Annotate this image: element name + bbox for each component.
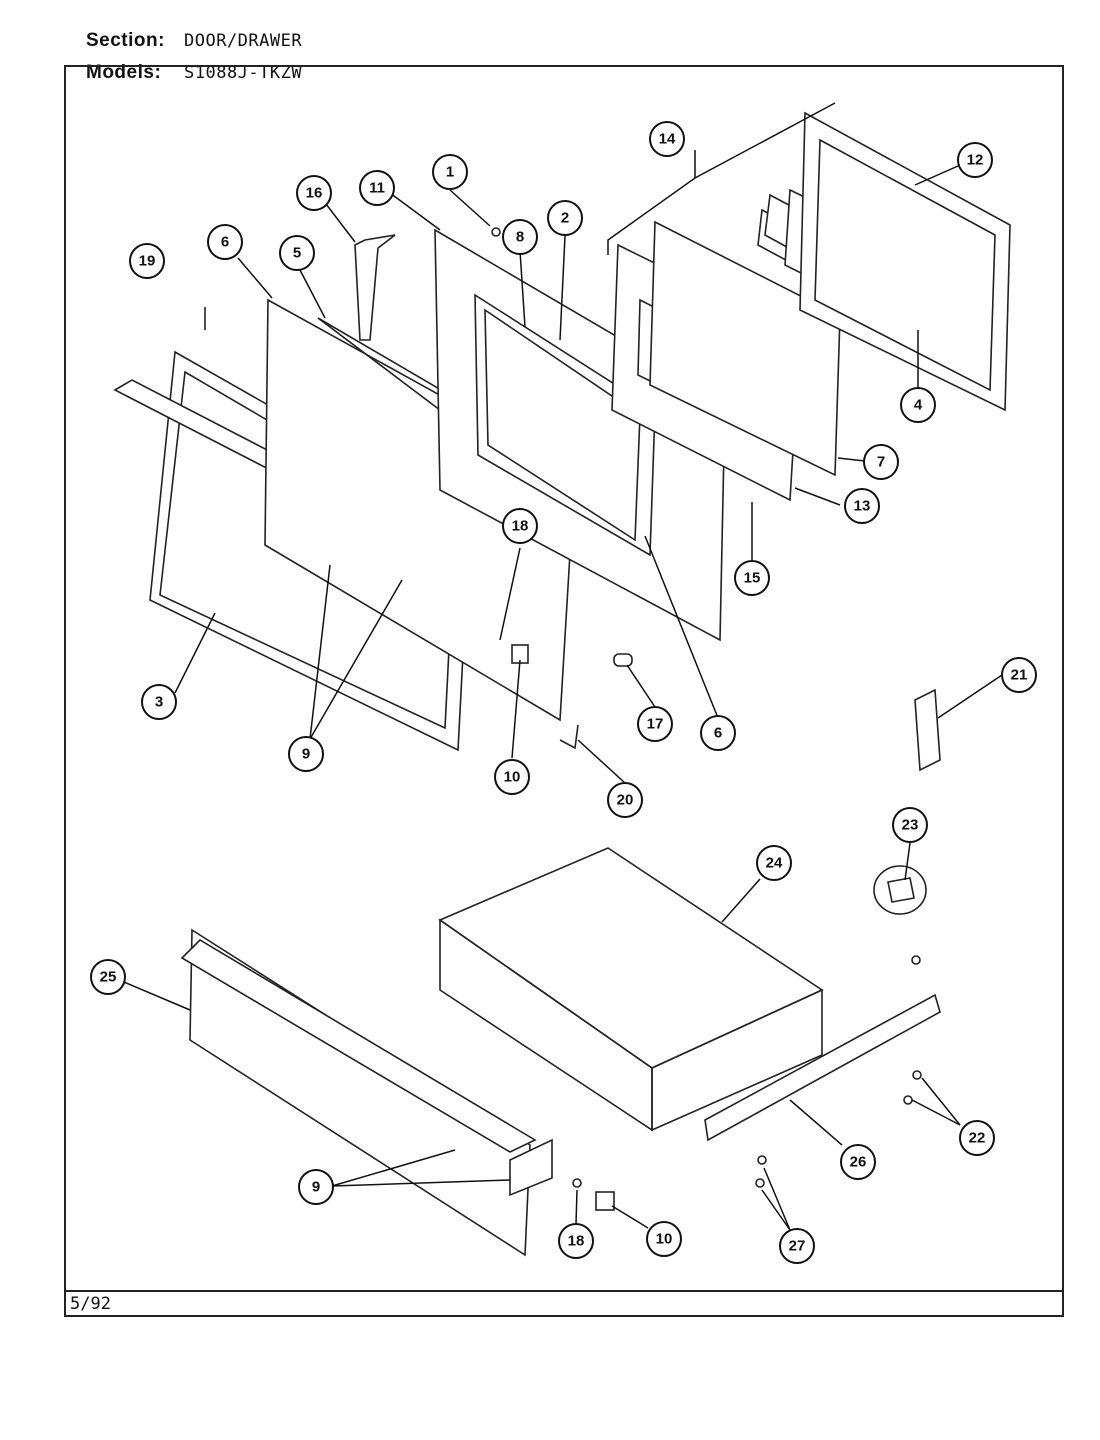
callout-10a: 10 xyxy=(494,759,530,795)
callout-25: 25 xyxy=(90,959,126,995)
revision-date: 5/92 xyxy=(70,1294,111,1314)
callout-22: 22 xyxy=(959,1120,995,1156)
svg-text:25: 25 xyxy=(100,969,117,986)
svg-text:11: 11 xyxy=(369,180,385,197)
section-header: Section: DOOR/DRAWER xyxy=(86,30,302,52)
inner-door-panel-12 xyxy=(799,111,1011,412)
svg-text:13: 13 xyxy=(854,498,871,515)
callout-13: 13 xyxy=(844,488,880,524)
callout-24: 24 xyxy=(756,845,792,881)
svg-text:6: 6 xyxy=(221,234,229,251)
svg-text:14: 14 xyxy=(659,131,676,148)
callout-23: 23 xyxy=(892,807,928,843)
callout-16: 16 xyxy=(296,175,332,211)
svg-text:6: 6 xyxy=(714,725,722,742)
callout-6b: 6 xyxy=(700,715,736,751)
callout-14: 14 xyxy=(649,121,685,157)
drawer-stop-23 xyxy=(873,865,927,915)
svg-text:18: 18 xyxy=(568,1233,585,1250)
footer-divider xyxy=(64,1290,1064,1292)
svg-text:3: 3 xyxy=(155,694,163,711)
svg-text:15: 15 xyxy=(744,570,761,587)
drawer-bracket xyxy=(509,1138,553,1197)
svg-text:10: 10 xyxy=(504,769,521,786)
svg-text:19: 19 xyxy=(139,253,156,270)
callout-17: 17 xyxy=(637,706,673,742)
svg-text:4: 4 xyxy=(914,397,923,414)
svg-text:2: 2 xyxy=(561,210,569,227)
svg-text:8: 8 xyxy=(516,229,524,246)
callout-10b: 10 xyxy=(646,1221,682,1257)
callout-1: 1 xyxy=(432,154,468,190)
models-value: S1088J-TKZW xyxy=(184,63,303,83)
svg-text:9: 9 xyxy=(302,746,310,763)
svg-text:7: 7 xyxy=(877,454,885,471)
diagram-frame xyxy=(64,65,1064,1317)
svg-text:5: 5 xyxy=(293,245,301,262)
svg-text:21: 21 xyxy=(1011,667,1028,684)
svg-text:24: 24 xyxy=(766,855,783,872)
callout-11: 11 xyxy=(359,170,395,206)
drawer-front-25 xyxy=(180,928,537,1257)
callout-26: 26 xyxy=(840,1144,876,1180)
leader-lines xyxy=(123,102,1003,1231)
svg-text:16: 16 xyxy=(306,185,323,202)
callout-12: 12 xyxy=(957,142,993,178)
callout-7: 7 xyxy=(863,444,899,480)
callout-5: 5 xyxy=(279,235,315,271)
svg-text:23: 23 xyxy=(902,817,919,834)
callout-9b: 9 xyxy=(298,1169,334,1205)
drawer-slide-26 xyxy=(704,993,941,1142)
svg-text:1: 1 xyxy=(446,164,454,181)
callout-15: 15 xyxy=(734,560,770,596)
models-label: Models: xyxy=(86,62,162,83)
callout-21: 21 xyxy=(1001,657,1037,693)
callout-18a: 18 xyxy=(502,508,538,544)
models-header: Models: S1088J-TKZW xyxy=(86,62,302,84)
callout-27: 27 xyxy=(779,1228,815,1264)
callout-20: 20 xyxy=(607,782,643,818)
callout-19: 19 xyxy=(129,243,165,279)
svg-text:17: 17 xyxy=(647,716,664,733)
svg-text:9: 9 xyxy=(312,1179,320,1196)
hinge-rail-16 xyxy=(354,234,396,341)
insulation-pack-7 xyxy=(649,220,841,477)
svg-text:27: 27 xyxy=(789,1238,806,1255)
callout-18b: 18 xyxy=(558,1223,594,1259)
drawer-small-parts xyxy=(572,955,922,1211)
callout-4: 4 xyxy=(900,387,936,423)
section-label: Section: xyxy=(86,30,165,51)
callout-8: 8 xyxy=(502,219,538,255)
section-value: DOOR/DRAWER xyxy=(184,31,303,51)
drawer-pan-24 xyxy=(438,847,824,1132)
svg-text:26: 26 xyxy=(850,1154,867,1171)
hinge-21 xyxy=(914,688,941,772)
callout-3: 3 xyxy=(141,684,177,720)
svg-text:22: 22 xyxy=(969,1130,986,1147)
callout-6a: 6 xyxy=(207,224,243,260)
svg-text:12: 12 xyxy=(967,152,984,169)
callout-9a: 9 xyxy=(288,736,324,772)
callout-2: 2 xyxy=(547,200,583,236)
small-parts xyxy=(204,227,633,750)
svg-text:20: 20 xyxy=(617,792,634,809)
svg-text:18: 18 xyxy=(512,518,529,535)
svg-text:10: 10 xyxy=(656,1231,673,1248)
